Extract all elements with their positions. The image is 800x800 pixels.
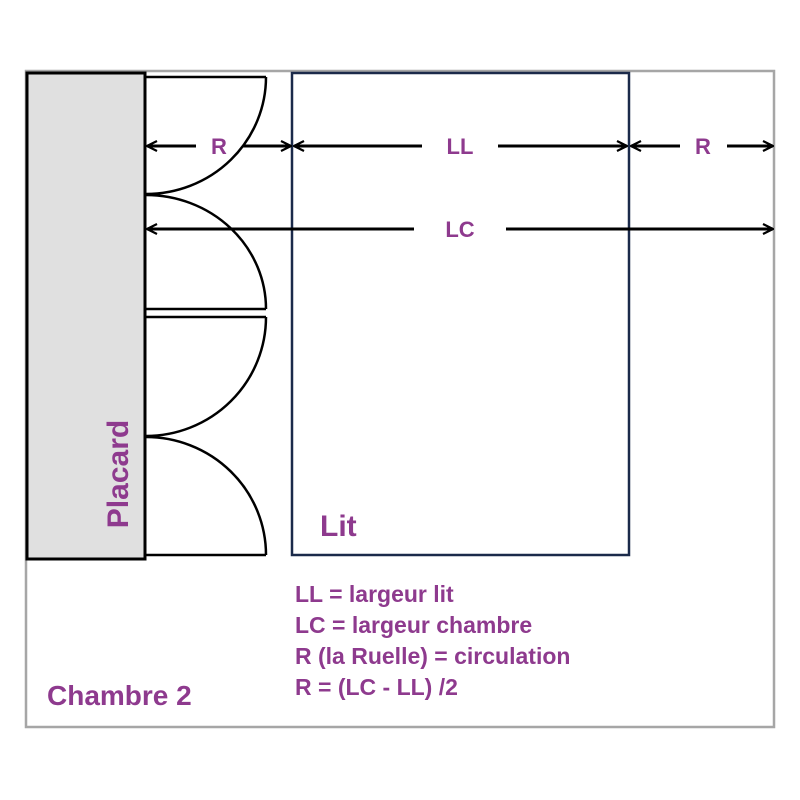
dimension-lc-label: LC (445, 217, 474, 242)
dimension-lc: LC (147, 217, 773, 242)
closet-doors (145, 75, 268, 557)
closet-door-3-swing (145, 316, 268, 438)
closet-block (25, 71, 147, 561)
dimension-ll-label: LL (447, 134, 474, 159)
closet-label: Placard (102, 420, 135, 528)
dimension-r-left: R (147, 134, 291, 159)
dimension-r-right-label: R (695, 134, 711, 159)
bed-label: Lit (320, 510, 357, 543)
closet-door-2-swing (145, 193, 268, 310)
dimension-r-left-label: R (211, 134, 227, 159)
legend-line-lc: LC = largeur chambre (295, 612, 532, 638)
closet-door-1-swing (145, 76, 268, 196)
legend-line-formula: R = (LC - LL) /2 (295, 674, 458, 700)
room-label: Chambre 2 (47, 680, 192, 711)
legend-line-r: R (la Ruelle) = circulation (295, 643, 570, 669)
legend: LL = largeur lit LC = largeur chambre R … (295, 581, 570, 700)
bed-outline (290, 71, 631, 557)
closet-door-4-swing (145, 435, 268, 556)
legend-line-ll: LL = largeur lit (295, 581, 454, 607)
dimension-ll: LL (294, 134, 627, 159)
dimension-r-right: R (631, 134, 773, 159)
